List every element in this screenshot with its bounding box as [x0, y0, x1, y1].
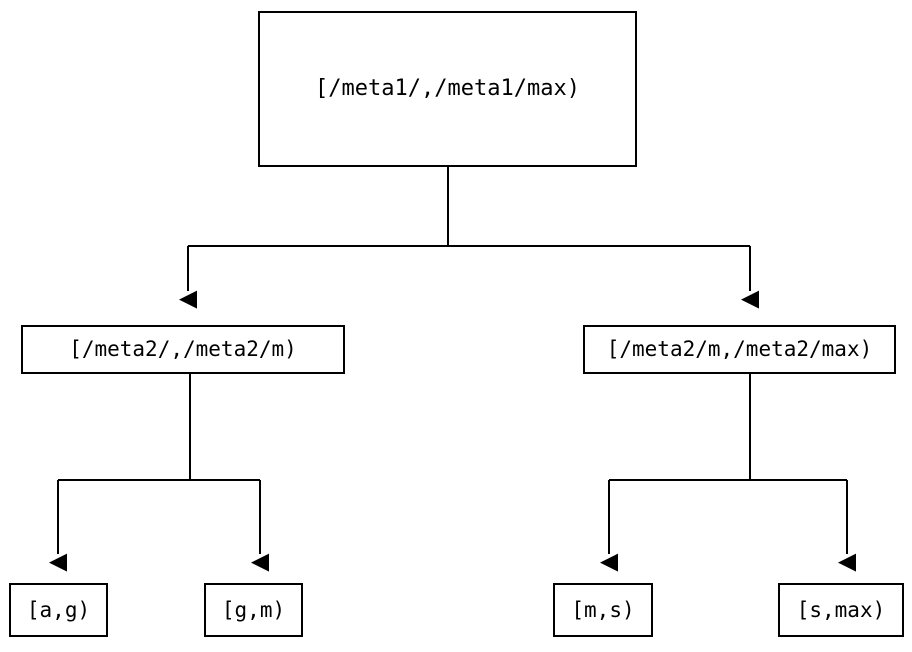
node-leaf-m-s-label: [m,s): [571, 597, 635, 622]
node-mid-left[interactable]: [/meta2/,/meta2/m): [21, 325, 345, 374]
node-mid-right[interactable]: [/meta2/m,/meta2/max): [583, 325, 896, 374]
edge-midright-to-leaves: [600, 374, 856, 572]
node-leaf-a-g[interactable]: [a,g): [9, 583, 108, 637]
node-mid-right-label: [/meta2/m,/meta2/max): [606, 337, 873, 361]
node-leaf-a-g-label: [a,g): [26, 597, 91, 622]
node-leaf-s-max[interactable]: [s,max): [778, 583, 904, 637]
edge-root-to-level1: [179, 167, 759, 309]
node-leaf-m-s[interactable]: [m,s): [553, 583, 653, 637]
node-leaf-s-max-label: [s,max): [796, 597, 886, 622]
node-root[interactable]: [/meta1/,/meta1/max): [258, 11, 637, 167]
node-mid-left-label: [/meta2/,/meta2/m): [69, 337, 297, 361]
edge-midleft-to-leaves: [49, 374, 269, 572]
node-leaf-g-m[interactable]: [g,m): [204, 583, 303, 637]
node-leaf-g-m-label: [g,m): [221, 597, 286, 622]
node-root-label: [/meta1/,/meta1/max): [315, 76, 580, 101]
